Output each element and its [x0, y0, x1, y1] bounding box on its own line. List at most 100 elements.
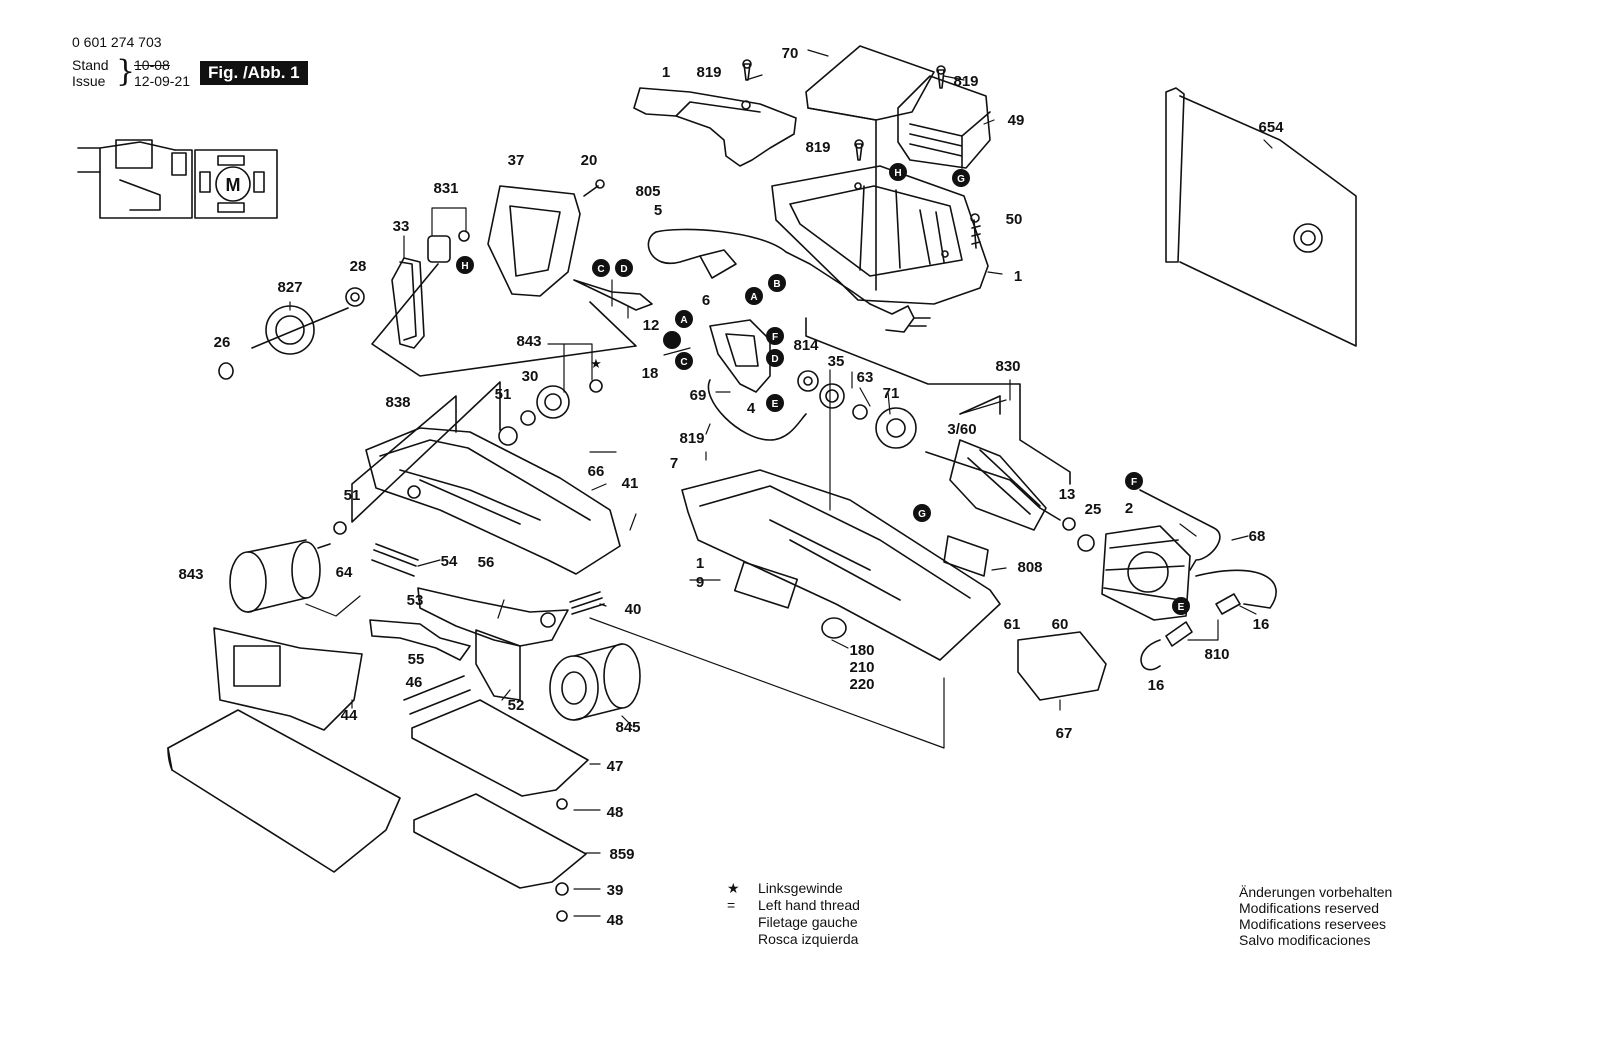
- bearing-part-26: [218, 362, 234, 380]
- motor-symbol: [215, 166, 251, 202]
- badge-a-2: A: [675, 310, 693, 328]
- switch-part-4: [709, 319, 771, 393]
- badge-g-2: G: [913, 504, 931, 522]
- brace-glyph: }: [116, 54, 136, 89]
- callout-51: 51: [344, 487, 361, 504]
- callout-20: 20: [581, 152, 598, 169]
- plate-part-52: [475, 629, 521, 701]
- callout-819: 819: [679, 430, 704, 447]
- badge-c-1-text: C: [597, 264, 604, 275]
- left-thread-star: ★: [590, 356, 602, 371]
- callout-48: 48: [607, 912, 624, 929]
- badge-b-1: B: [768, 274, 786, 292]
- callout-56: 56: [478, 554, 495, 571]
- notice-line-de: Änderungen vorbehalten: [1239, 884, 1393, 900]
- bearing-part-51-top: [498, 426, 518, 446]
- callout-41: 41: [622, 475, 639, 492]
- legend-line-es: Rosca izquierda: [758, 931, 859, 947]
- callout-810: 810: [1204, 646, 1229, 663]
- callout-814: 814: [793, 337, 819, 354]
- callout-64: 64: [336, 564, 353, 581]
- callout-5: 5: [654, 202, 662, 219]
- plate-part-47: [411, 699, 589, 797]
- badge-a-1: A: [745, 287, 763, 305]
- badge-h-2-text: H: [894, 168, 901, 179]
- cable-805: [647, 228, 931, 333]
- pulley-part-831: [427, 230, 470, 263]
- legend-symbol: ★ =: [727, 880, 740, 913]
- callout-49: 49: [1008, 112, 1025, 129]
- pin-part-46: [403, 675, 471, 715]
- callout-827: 827: [277, 279, 302, 296]
- callout-4: 4: [747, 400, 756, 417]
- notice-line-es: Salvo modificaciones: [1239, 932, 1371, 948]
- bearing-part-28: [345, 287, 365, 307]
- badge-h-2: H: [889, 163, 907, 181]
- badge-f-1: F: [766, 327, 784, 345]
- callout-66: 66: [588, 463, 605, 480]
- callout-51: 51: [495, 386, 512, 403]
- callout-843: 843: [516, 333, 541, 350]
- washer-part-63: [852, 404, 868, 420]
- callout-843: 843: [178, 566, 203, 583]
- washer-part-843-top: [520, 379, 603, 426]
- issue-date: 12-09-21: [134, 73, 191, 89]
- housing-part-838: [365, 427, 621, 575]
- bearing-part-35: [819, 383, 845, 409]
- roller-part-843: [229, 539, 331, 613]
- cable-part-69: [707, 379, 807, 441]
- callout-26: 26: [214, 334, 231, 351]
- wiring-schematic: [77, 139, 278, 219]
- screw-50: [970, 213, 981, 249]
- belt-part-33: [391, 257, 425, 349]
- callout-52: 52: [508, 697, 525, 714]
- badge-e-1-text: E: [772, 399, 779, 410]
- callout-55: 55: [408, 651, 425, 668]
- callout-68: 68: [1249, 528, 1266, 545]
- callout-654: 654: [1258, 119, 1284, 136]
- callout-180: 180: [849, 642, 874, 659]
- badge-d-2: D: [766, 349, 784, 367]
- badge-g-1-text: G: [957, 174, 965, 185]
- callout-9: 9: [696, 574, 704, 591]
- callout-1: 1: [1014, 268, 1022, 285]
- screw-819-b: [936, 65, 946, 89]
- callout-30: 30: [522, 368, 539, 385]
- callout-18: 18: [642, 365, 659, 382]
- housing-part-9: [681, 469, 1001, 661]
- badge-e-2: E: [1172, 597, 1190, 615]
- screw-48-b: [556, 910, 568, 922]
- callout-16: 16: [1148, 677, 1165, 694]
- callout-48: 48: [607, 804, 624, 821]
- sanding-belt: [167, 709, 401, 873]
- badge-a-2-text: A: [680, 315, 687, 326]
- badge-d-1-text: D: [620, 264, 627, 275]
- callout-819: 819: [696, 64, 721, 81]
- badge-d-2-text: D: [771, 354, 778, 365]
- badge-c-2: C: [675, 352, 693, 370]
- plate-part-56: [417, 587, 569, 647]
- bracket-830: [805, 317, 1071, 485]
- washer-part-64: [333, 521, 347, 535]
- stator-part-2: [1101, 525, 1191, 621]
- document-number: 0 601 274 703: [72, 34, 162, 50]
- callout-830: 830: [995, 358, 1020, 375]
- callout-6: 6: [702, 292, 710, 309]
- callout-35: 35: [828, 353, 845, 370]
- callout-69: 69: [690, 387, 707, 404]
- callout-819: 819: [805, 139, 830, 156]
- callout-845: 845: [615, 719, 640, 736]
- badge-e-1: E: [766, 394, 784, 412]
- cover-part-70: [805, 45, 935, 291]
- brush-cover-67: [1017, 631, 1107, 701]
- callout-7: 7: [670, 455, 678, 472]
- cover-part-1: [633, 87, 797, 167]
- callout-70: 70: [782, 45, 799, 62]
- callout-808: 808: [1017, 559, 1042, 576]
- badge-blank: [663, 331, 681, 349]
- callout-220: 220: [849, 676, 874, 693]
- badge-f-2: F: [1125, 472, 1143, 490]
- gear-part-30: [536, 385, 570, 419]
- outline-box-belt: [371, 263, 637, 377]
